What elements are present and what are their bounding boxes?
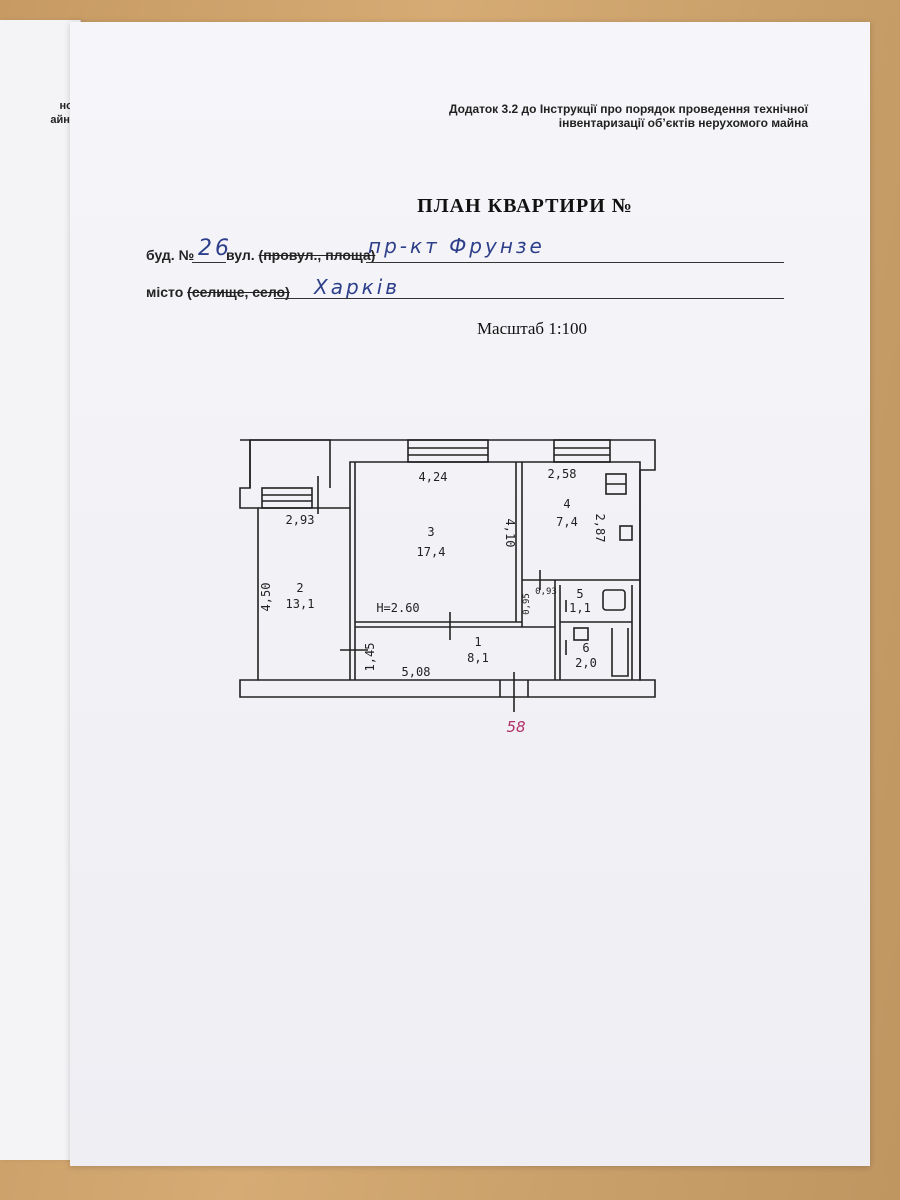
building-row: буд. № xyxy=(146,247,194,263)
city-label: місто (селище, село) xyxy=(146,284,290,300)
scale-label: Масштаб 1:100 xyxy=(476,319,588,338)
dim-hall-bottom: 5,08 xyxy=(402,665,431,679)
room-5-area: 1,1 xyxy=(569,601,591,615)
city-line xyxy=(274,298,784,299)
room-2-number: 2 xyxy=(296,581,303,595)
back-sheet: ної айна xyxy=(0,20,81,1160)
city-label-struck: (селище, село) xyxy=(187,284,290,300)
annex-line-1: Додаток 3.2 до Інструкції про порядок пр… xyxy=(448,102,808,116)
dim-room2-top: 2,93 xyxy=(286,513,315,527)
dim-height: H=2.60 xyxy=(376,601,419,615)
room-1-number: 1 xyxy=(474,635,481,649)
room-5-number: 5 xyxy=(576,587,583,601)
room-labels: 3 17,4 2 13,1 4 7,4 5 1,1 6 2,0 1 8,1 xyxy=(286,497,597,670)
document-sheet: Додаток 3.2 до Інструкції про порядок пр… xyxy=(70,22,870,1166)
floor-plan-walls xyxy=(239,439,656,712)
room-3-area: 17,4 xyxy=(417,545,446,559)
street-value: пр-кт Фрунзе xyxy=(368,234,545,258)
room-6-number: 6 xyxy=(582,641,589,655)
street-label: вул. (провул., площа) xyxy=(226,247,375,263)
dimension-labels: 4,24 2,58 2,93 4,10 2,87 4,50 H=2.60 1,4… xyxy=(259,467,607,679)
room-3-number: 3 xyxy=(427,525,434,539)
street-label-struck: (провул., площа) xyxy=(258,247,376,263)
room-2-area: 13,1 xyxy=(286,597,315,611)
room-6-area: 2,0 xyxy=(575,656,597,670)
room-4-area: 7,4 xyxy=(556,515,578,529)
dim-room4-top: 2,58 xyxy=(548,467,577,481)
building-number-line xyxy=(192,262,226,263)
handwritten-annotation-58: 58 xyxy=(506,718,525,736)
dim-room2-left: 4,50 xyxy=(259,583,273,612)
dim-corridor-small: 0,95 xyxy=(522,593,532,615)
back-sheet-text-2: айна xyxy=(50,114,76,126)
dim-hall-left: 1,45 xyxy=(363,643,377,672)
annex-line-2: інвентаризації об’єктів нерухомого майна xyxy=(558,116,808,130)
street-label-plain: вул. xyxy=(226,247,259,263)
city-label-plain: місто xyxy=(146,284,188,300)
building-label: буд. № xyxy=(146,247,195,263)
room-4-number: 4 xyxy=(563,497,570,511)
dim-bath-small: 0,93 xyxy=(535,587,557,597)
street-line xyxy=(366,262,784,263)
dim-room3-right: 4,10 xyxy=(503,519,517,548)
room-1-area: 8,1 xyxy=(467,651,489,665)
dim-room3-top: 4,24 xyxy=(419,470,448,484)
annex-header: Додаток 3.2 до Інструкції про порядок пр… xyxy=(388,102,808,130)
building-number: 26 xyxy=(198,236,232,261)
document-title: ПЛАН КВАРТИРИ № xyxy=(417,195,633,217)
city-value: Харків xyxy=(314,275,401,299)
dim-room4-right: 2,87 xyxy=(593,514,607,543)
